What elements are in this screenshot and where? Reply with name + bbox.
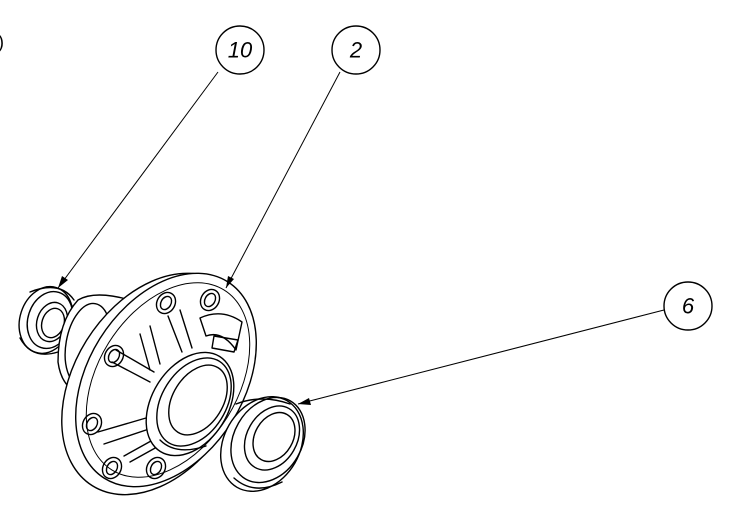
balloon-6-label: 6 xyxy=(682,294,695,319)
balloon-2: 2 xyxy=(331,25,381,75)
balloon-2-label: 2 xyxy=(349,38,362,63)
leader-lines xyxy=(57,71,665,405)
part-6-bearing xyxy=(219,396,306,492)
balloon-10-label: 10 xyxy=(228,38,253,63)
bolt-holes xyxy=(81,288,221,480)
balloon-10: 10 xyxy=(215,25,265,75)
part-2-hub xyxy=(57,272,258,496)
edge-glyph: ) xyxy=(0,32,4,52)
balloon-6: 6 xyxy=(663,281,713,331)
